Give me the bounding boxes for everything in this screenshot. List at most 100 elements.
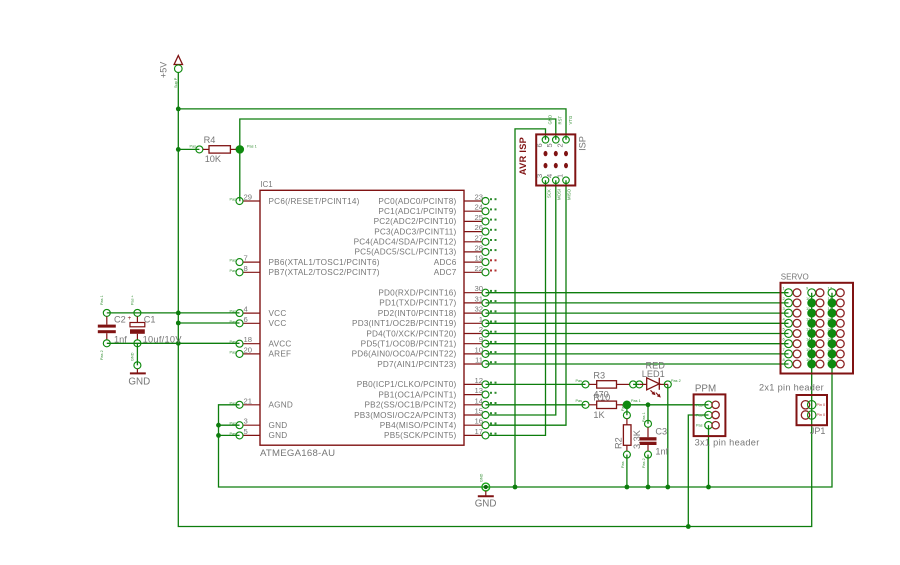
svg-text:R2: R2 [614,437,624,449]
svg-text:29: 29 [244,193,253,202]
svg-text:3x1 pin header: 3x1 pin header [695,438,760,448]
svg-text:24: 24 [828,357,833,362]
svg-text:PC5(ADC5/SCL/PCINT13): PC5(ADC5/SCL/PCINT13) [355,248,457,257]
svg-text:6: 6 [535,143,544,147]
svg-text:32: 32 [474,305,483,314]
svg-text:1nf: 1nf [114,334,127,344]
svg-text:Pas 3: Pas 3 [696,424,706,428]
svg-text:4: 4 [244,305,249,314]
svg-text:15: 15 [474,407,483,416]
svg-text:27: 27 [474,233,483,242]
svg-text:LED1: LED1 [642,369,665,379]
svg-text:Pas 2: Pas 2 [671,379,681,383]
svg-text:12: 12 [474,376,483,385]
svg-text:+: + [128,315,132,322]
svg-text:PB3(MOSI/OC2A/PCINT3): PB3(MOSI/OC2A/PCINT3) [354,411,456,420]
svg-text:4: 4 [545,174,554,178]
svg-text:30: 30 [474,284,483,293]
svg-text:15: 15 [806,347,811,352]
svg-text:19: 19 [474,254,483,263]
svg-text:14: 14 [806,337,811,342]
svg-text:5: 5 [244,427,248,436]
svg-text:Pas 1: Pas 1 [100,295,104,305]
svg-text:PD2(INT0/PCINT18): PD2(INT0/PCINT18) [378,309,457,318]
svg-text:23: 23 [828,347,833,352]
svg-text:+5V: +5V [159,62,169,78]
svg-text:6: 6 [783,337,786,342]
svg-text:Pas: Pas [229,350,236,354]
svg-text:AVCC: AVCC [269,340,292,349]
svg-text:Pas 2: Pas 2 [696,414,706,418]
svg-text:ADC6: ADC6 [434,258,457,267]
svg-text:8: 8 [783,357,786,362]
svg-text:PD4(T0/XCK/PCINT20): PD4(T0/XCK/PCINT20) [366,329,456,338]
svg-text:C3: C3 [655,427,667,437]
svg-text:1: 1 [555,174,564,178]
svg-text:14: 14 [474,396,483,405]
svg-text:PC0(ADC0/PCINT8): PC0(ADC0/PCINT8) [378,197,456,206]
svg-text:R4: R4 [204,135,216,145]
svg-text:25: 25 [474,213,483,222]
svg-text:RST: RST [558,116,563,125]
svg-text:Pin 0: Pin 0 [817,403,826,407]
svg-text:Pin 0: Pin 0 [817,413,826,417]
svg-text:PB7(XTAL2/TOSC2/PCINT7): PB7(XTAL2/TOSC2/PCINT7) [269,268,380,277]
svg-text:10K: 10K [205,154,222,164]
svg-text:Pas: Pas [229,269,236,273]
svg-text:3: 3 [783,306,786,311]
svg-text:Pas: Pas [229,401,236,405]
svg-text:R3: R3 [593,371,605,381]
svg-text:2: 2 [479,325,483,334]
svg-text:MOSI: MOSI [557,189,562,200]
svg-text:PD5(T1/OC0B/PCINT21): PD5(T1/OC0B/PCINT21) [361,340,457,349]
svg-text:1nf: 1nf [655,447,668,457]
svg-text:Pas 1: Pas 1 [642,412,646,422]
svg-text:GND: GND [269,421,288,430]
svg-text:GND: GND [131,352,135,361]
svg-text:Pas: Pas [229,340,236,344]
svg-text:2: 2 [783,296,786,301]
svg-text:1: 1 [479,315,483,324]
svg-text:PB4(MISO/PCINT4): PB4(MISO/PCINT4) [380,421,457,430]
svg-text:28: 28 [474,243,483,252]
svg-text:8: 8 [244,264,248,273]
svg-text:12: 12 [806,316,811,321]
svg-text:PB0(ICP1/CLKO/PCINT0): PB0(ICP1/CLKO/PCINT0) [357,380,457,389]
svg-text:PB5(SCK/PCINT5): PB5(SCK/PCINT5) [384,431,457,440]
svg-text:10: 10 [474,345,483,354]
svg-text:Pas: Pas [229,259,236,263]
svg-text:PD7(AIN1/PCINT23): PD7(AIN1/PCINT23) [377,360,456,369]
svg-text:11: 11 [475,356,483,365]
svg-text:PD6(AIN0/OC0A/PCINT22): PD6(AIN0/OC0A/PCINT22) [352,350,457,359]
svg-text:Pas: Pas [621,404,625,411]
svg-text:1: 1 [783,286,786,291]
svg-text:GND: GND [475,498,497,509]
svg-text:PD0(RXD/PCINT16): PD0(RXD/PCINT16) [378,289,456,298]
svg-text:31: 31 [474,294,483,303]
svg-text:13: 13 [474,386,483,395]
svg-text:VCC: VCC [269,319,287,328]
svg-text:IC1: IC1 [261,180,273,189]
svg-text:PB6(XTAL1/TOSC1/PCINT6): PB6(XTAL1/TOSC1/PCINT6) [269,258,380,267]
svg-text:5: 5 [783,327,786,332]
svg-text:ADC7: ADC7 [434,268,457,277]
svg-text:20: 20 [828,316,833,321]
svg-text:2x1 pin header: 2x1 pin header [759,383,824,393]
svg-text:23: 23 [474,193,483,202]
svg-text:JP1: JP1 [810,426,826,436]
svg-text:21: 21 [244,396,253,405]
svg-text:Pas 2: Pas 2 [100,350,104,360]
svg-text:2: 2 [555,143,564,147]
svg-text:3.3K: 3.3K [632,429,642,449]
svg-text:Pas: Pas [189,145,196,149]
svg-text:18: 18 [828,296,833,301]
svg-text:11: 11 [806,306,811,311]
svg-text:PD1(TXD/PCINT17): PD1(TXD/PCINT17) [379,299,456,308]
svg-text:13: 13 [806,327,811,332]
svg-text:19: 19 [828,306,833,311]
svg-text:3: 3 [244,417,248,426]
svg-text:21: 21 [828,327,833,332]
svg-text:3: 3 [535,174,544,178]
svg-text:Pas: Pas [229,198,236,202]
svg-text:10: 10 [806,296,811,301]
